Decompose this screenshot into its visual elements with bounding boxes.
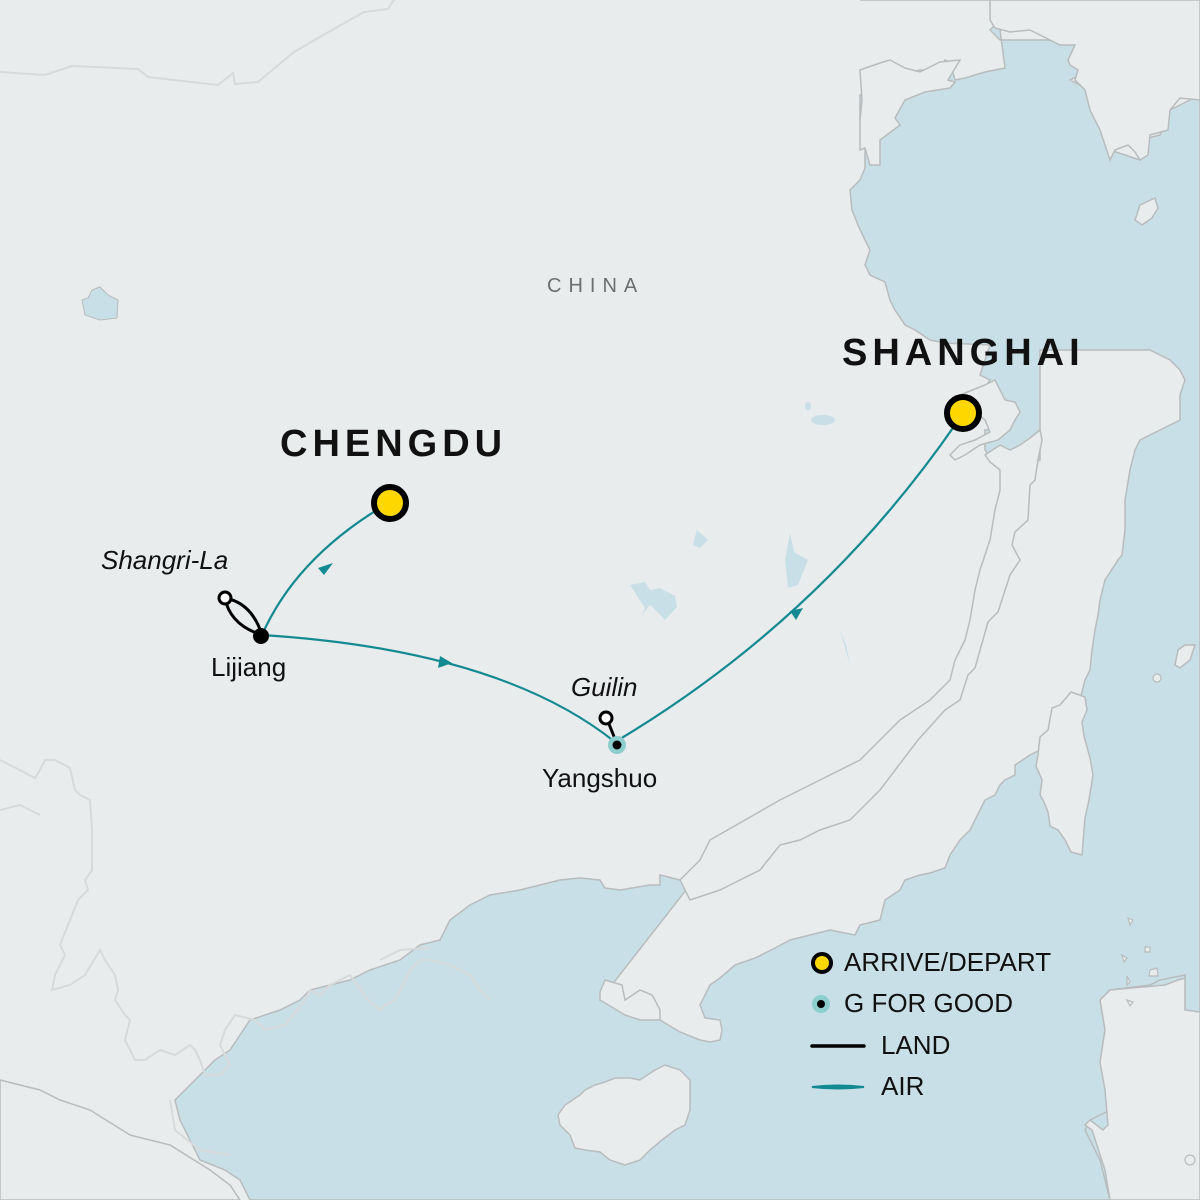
teal-line-icon <box>811 1084 865 1090</box>
shangrila-marker-icon[interactable] <box>217 590 233 606</box>
legend-item-air: AIR <box>881 1071 924 1102</box>
markers <box>217 394 982 754</box>
legend-label: ARRIVE/DEPART <box>844 947 1052 977</box>
legend-icons <box>810 952 866 1090</box>
legend-item-arrive-depart: ARRIVE/DEPART <box>844 947 1051 978</box>
city-label-chengdu: CHENGDU <box>280 423 508 465</box>
city-label-yangshuo: Yangshuo <box>542 763 658 793</box>
teal-ring-dot-center <box>817 1000 825 1008</box>
legend-label: LAND <box>881 1030 951 1060</box>
chengdu-marker-icon[interactable] <box>371 484 409 522</box>
small-islands <box>1121 673 1196 1166</box>
legend-label: AIR <box>881 1071 925 1101</box>
air-route-yangshuo-shanghai <box>614 424 956 743</box>
guilin-marker-icon[interactable] <box>598 710 614 726</box>
arrow-icon <box>438 656 452 668</box>
arrow-icon <box>318 563 333 575</box>
legend-label: G FOR GOOD <box>844 988 1013 1018</box>
city-label-shangri-la: Shangri-La <box>101 545 229 575</box>
shanghai-marker-icon[interactable] <box>944 394 982 432</box>
lakes <box>81 286 850 665</box>
city-label-lijiang: Lijiang <box>211 652 287 682</box>
air-route-chengdu-lijiang <box>260 507 381 636</box>
city-label-guilin: Guilin <box>571 672 638 702</box>
lijiang-marker-icon[interactable] <box>253 628 269 644</box>
yangshuo-marker-icon[interactable] <box>612 740 622 750</box>
country-label: CHINA <box>547 275 645 297</box>
yellow-ring-dot-icon <box>811 952 833 974</box>
country-borders <box>0 0 491 1156</box>
arrow-icon <box>790 608 803 620</box>
city-label-shanghai: SHANGHAI <box>842 332 1085 374</box>
air-route-lijiang-yangshuo <box>261 633 616 743</box>
legend-item-land: LAND <box>881 1030 950 1061</box>
legend-item-g-for-good: G FOR GOOD <box>844 988 1013 1019</box>
